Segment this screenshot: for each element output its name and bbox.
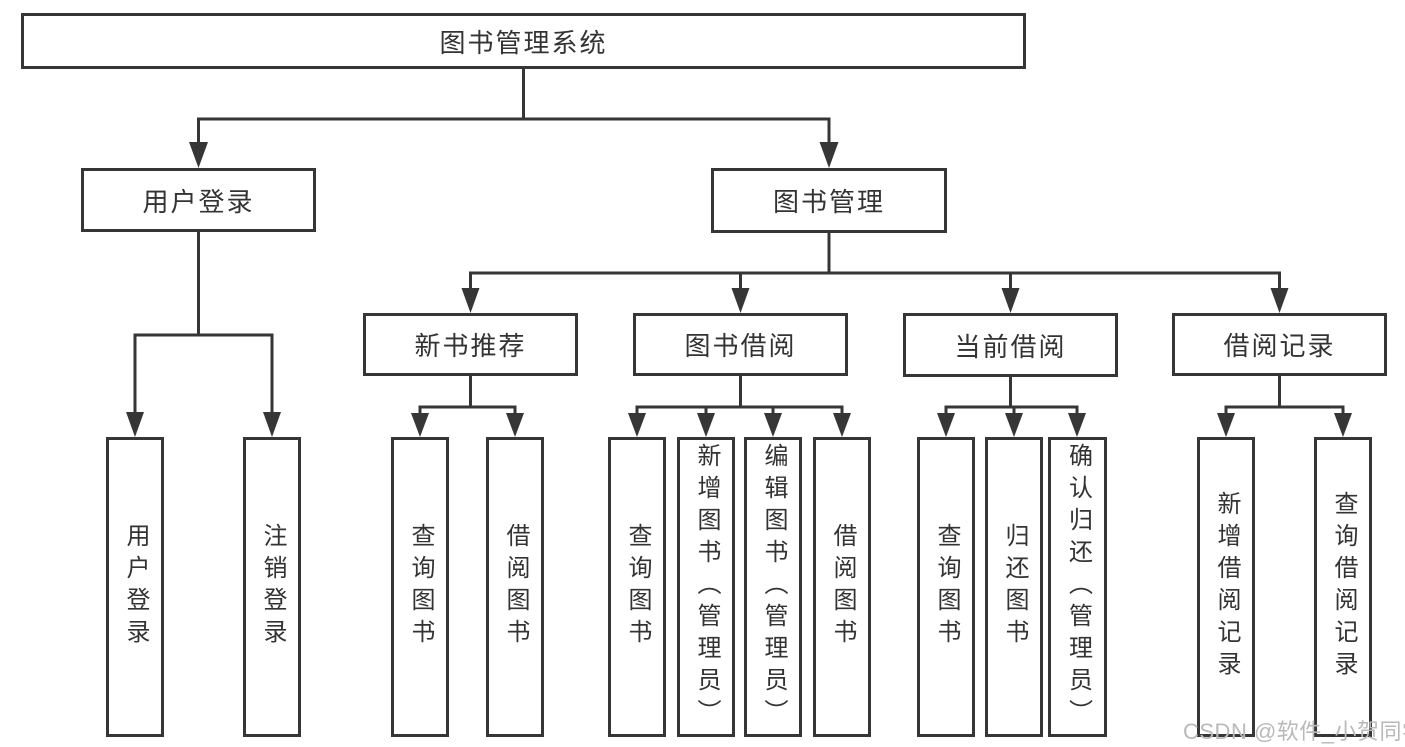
leaf-logout: 注销登录 <box>243 437 301 737</box>
leaf-borrow-edit-books-admin: 编辑图书（管理员） <box>744 437 802 737</box>
leaf-borrow-borrow-books: 借阅图书 <box>813 437 871 737</box>
leaf-current-confirm-return-admin: 确认归还（管理员） <box>1048 437 1107 737</box>
leaf-current-return-books: 归还图书 <box>985 437 1043 737</box>
leaf-borrow-query-books: 查询图书 <box>608 437 666 737</box>
leaf-user-login: 用户登录 <box>106 437 164 737</box>
watermark-text: CSDN @软件_小贺同学 <box>1183 719 1405 744</box>
leaf-borrow-add-books-admin: 新增图书（管理员） <box>677 437 735 737</box>
node-new-book-recommend: 新书推荐 <box>363 313 578 376</box>
node-root: 图书管理系统 <box>21 13 1026 69</box>
node-book-management: 图书管理 <box>711 168 947 233</box>
node-borrow-record: 借阅记录 <box>1172 313 1387 376</box>
leaf-current-query-books: 查询图书 <box>917 437 975 737</box>
leaf-record-add-borrow-record: 新增借阅记录 <box>1197 437 1255 737</box>
leaf-recommend-query-books: 查询图书 <box>391 437 449 737</box>
leaf-recommend-borrow-books: 借阅图书 <box>486 437 544 737</box>
leaf-record-query-borrow-record: 查询借阅记录 <box>1314 437 1372 737</box>
node-current-borrow: 当前借阅 <box>903 313 1118 377</box>
node-book-borrow: 图书借阅 <box>633 313 848 376</box>
node-user-login: 用户登录 <box>81 168 316 232</box>
